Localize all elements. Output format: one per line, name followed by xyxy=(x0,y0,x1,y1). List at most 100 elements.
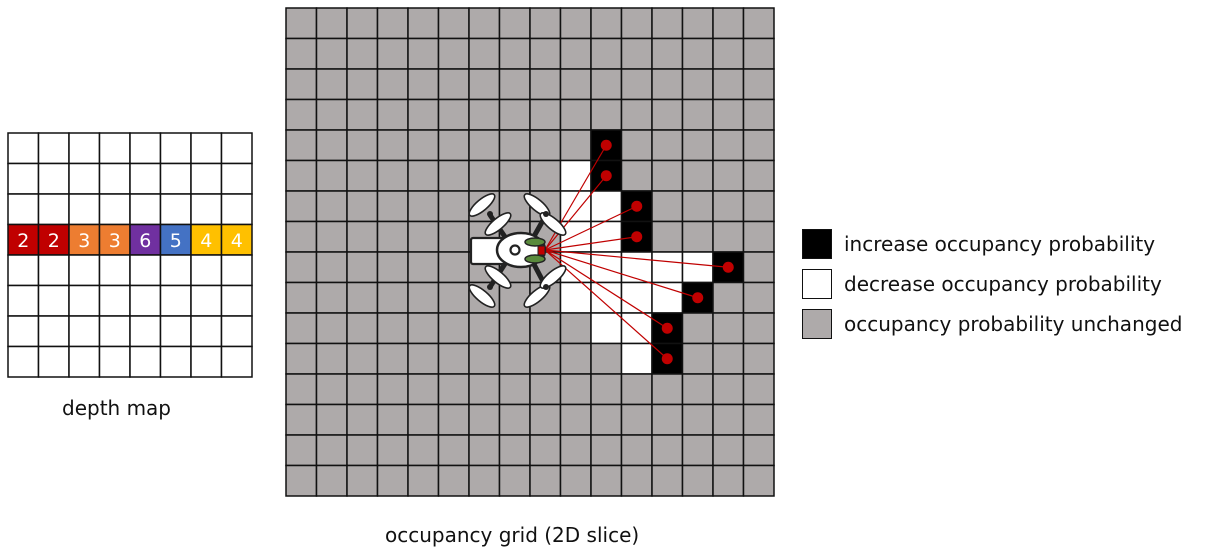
grid-cell-unchanged xyxy=(437,220,470,253)
grid-cell-unchanged xyxy=(407,403,440,436)
depth-cell xyxy=(220,345,253,378)
grid-cell-unchanged xyxy=(559,98,592,131)
grid-cell-unchanged xyxy=(468,434,501,467)
depth-cell xyxy=(37,345,70,378)
grid-cell-free xyxy=(590,190,623,223)
grid-cell-unchanged xyxy=(590,37,623,70)
grid-cell-unchanged xyxy=(529,373,562,406)
grid-cell-unchanged xyxy=(498,373,531,406)
depth-cell xyxy=(68,193,101,226)
depth-cell xyxy=(190,193,223,226)
grid-cell-unchanged xyxy=(590,434,623,467)
legend-swatch-decrease xyxy=(802,269,832,299)
grid-cell-unchanged xyxy=(376,312,409,345)
depth-cell xyxy=(220,162,253,195)
grid-cell-unchanged xyxy=(376,251,409,284)
grid-cell-unchanged xyxy=(712,373,745,406)
grid-cell-unchanged xyxy=(620,373,653,406)
grid-cell-unchanged xyxy=(407,342,440,375)
grid-cell-unchanged xyxy=(407,251,440,284)
grid-cell-unchanged xyxy=(285,159,318,192)
grid-cell-unchanged xyxy=(559,342,592,375)
grid-cell-unchanged xyxy=(346,342,379,375)
grid-cell-unchanged xyxy=(346,68,379,101)
grid-cell-unchanged xyxy=(712,129,745,162)
grid-cell-unchanged xyxy=(651,37,684,70)
depth-cell xyxy=(68,345,101,378)
depth-cell xyxy=(159,254,192,287)
legend-label-increase: increase occupancy probability xyxy=(844,232,1156,256)
depth-cell xyxy=(190,254,223,287)
hit-point xyxy=(661,353,673,365)
grid-cell-unchanged xyxy=(559,403,592,436)
depth-cell xyxy=(220,132,253,165)
grid-cell-unchanged xyxy=(559,129,592,162)
depth-cell xyxy=(98,193,131,226)
grid-cell-unchanged xyxy=(468,464,501,497)
depth-cell xyxy=(159,132,192,165)
grid-cell-unchanged xyxy=(346,373,379,406)
grid-cell-unchanged xyxy=(559,68,592,101)
grid-cell-unchanged xyxy=(681,373,714,406)
grid-cell-unchanged xyxy=(620,159,653,192)
grid-cell-unchanged xyxy=(407,98,440,131)
grid-cell-unchanged xyxy=(712,312,745,345)
grid-cell-unchanged xyxy=(529,37,562,70)
grid-cell-unchanged xyxy=(712,342,745,375)
grid-cell-unchanged xyxy=(437,129,470,162)
depth-cell xyxy=(37,132,70,165)
grid-cell-unchanged xyxy=(407,312,440,345)
depth-cell xyxy=(98,254,131,287)
grid-cell-unchanged xyxy=(376,342,409,375)
depth-cell xyxy=(68,162,101,195)
grid-cell-unchanged xyxy=(285,129,318,162)
grid-cell-unchanged xyxy=(346,37,379,70)
grid-cell-unchanged xyxy=(437,68,470,101)
legend-swatch-increase xyxy=(802,229,832,259)
grid-cell-unchanged xyxy=(620,129,653,162)
grid-cell-unchanged xyxy=(346,434,379,467)
grid-cell-unchanged xyxy=(346,312,379,345)
depth-cell xyxy=(7,315,40,348)
grid-cell-unchanged xyxy=(315,251,348,284)
grid-cell-unchanged xyxy=(437,464,470,497)
legend-label-unchanged: occupancy probability unchanged xyxy=(844,312,1183,336)
grid-cell-unchanged xyxy=(346,98,379,131)
grid-cell-unchanged xyxy=(437,190,470,223)
depth-value: 2 xyxy=(17,230,29,252)
grid-cell-unchanged xyxy=(620,403,653,436)
grid-cell-unchanged xyxy=(346,464,379,497)
depth-map-caption: depth map xyxy=(62,396,172,420)
grid-cell-unchanged xyxy=(498,464,531,497)
depth-cell xyxy=(129,162,162,195)
grid-cell-unchanged xyxy=(498,312,531,345)
grid-cell-unchanged xyxy=(468,403,501,436)
depth-cell xyxy=(7,193,40,226)
grid-cell-unchanged xyxy=(285,403,318,436)
grid-cell-unchanged xyxy=(651,373,684,406)
grid-cell-unchanged xyxy=(285,373,318,406)
grid-cell-unchanged xyxy=(529,342,562,375)
grid-cell-unchanged xyxy=(437,281,470,314)
grid-cell-unchanged xyxy=(315,403,348,436)
legend: increase occupancy probability decrease … xyxy=(802,224,1182,344)
grid-cell-unchanged xyxy=(559,37,592,70)
grid-cell-unchanged xyxy=(285,251,318,284)
grid-cell-unchanged xyxy=(315,434,348,467)
depth-cell xyxy=(68,132,101,165)
grid-cell-unchanged xyxy=(681,98,714,131)
grid-cell-free xyxy=(590,281,623,314)
grid-cell-unchanged xyxy=(620,37,653,70)
depth-cell-highlighted xyxy=(220,223,253,256)
grid-cell-unchanged xyxy=(376,403,409,436)
grid-cell-unchanged xyxy=(468,342,501,375)
grid-cell-unchanged xyxy=(407,190,440,223)
depth-cell xyxy=(7,345,40,378)
grid-cell-unchanged xyxy=(407,68,440,101)
grid-cell-unchanged xyxy=(742,434,775,467)
grid-cell-unchanged xyxy=(285,464,318,497)
depth-cell xyxy=(129,284,162,317)
grid-cell-unchanged xyxy=(590,68,623,101)
grid-cell-unchanged xyxy=(712,159,745,192)
